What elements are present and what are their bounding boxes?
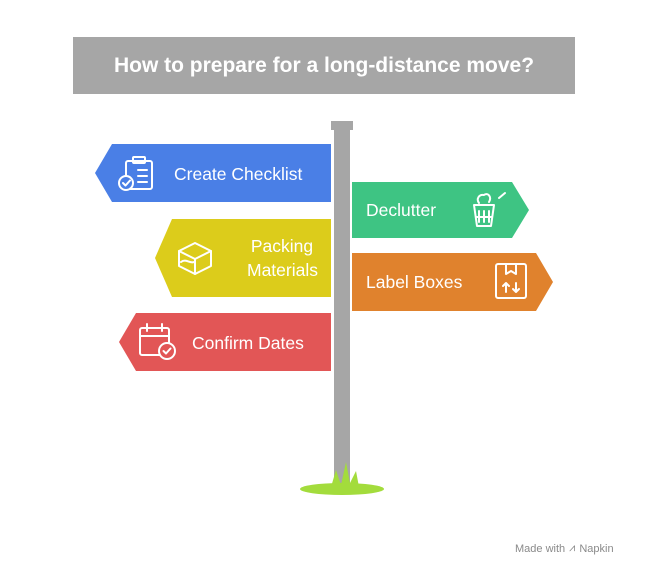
grass — [300, 462, 384, 495]
package-box-icon — [178, 242, 212, 275]
sign-label: Label Boxes — [366, 272, 463, 292]
sign-label-line: Label Boxes — [366, 272, 463, 292]
sign-label: Declutter — [366, 200, 436, 220]
sign-label: Packing Materials — [247, 236, 318, 280]
sign-label-boxes: Label Boxes — [352, 253, 553, 311]
sign-packing-materials: Packing Materials — [155, 219, 331, 297]
calendar-check-icon — [139, 323, 176, 360]
watermark-prefix: Made with — [515, 542, 566, 555]
sign-shape — [95, 144, 331, 202]
sign-shape — [352, 182, 529, 238]
sign-declutter: Declutter — [352, 182, 529, 238]
sign-label-line: Packing — [251, 236, 313, 256]
sign-confirm-dates: Confirm Dates — [119, 313, 331, 371]
sign-label-line: Confirm Dates — [192, 333, 304, 353]
sign-label: Create Checklist — [174, 164, 303, 184]
sign-label-line: Declutter — [366, 200, 436, 220]
sign-label-line: Materials — [247, 260, 318, 280]
signpost-pole — [334, 130, 350, 485]
watermark-brand: Napkin — [579, 542, 614, 555]
title-banner: How to prepare for a long-distance move? — [73, 37, 575, 94]
diagram-title: How to prepare for a long-distance move? — [113, 53, 535, 77]
trash-basket-icon — [473, 192, 506, 227]
sign-label: Confirm Dates — [192, 333, 304, 353]
sign-label-line: Create Checklist — [174, 164, 303, 184]
checklist-icon — [118, 156, 153, 191]
signpost-pole-cap — [331, 121, 353, 130]
labeled-box-icon — [495, 263, 527, 299]
sign-shape — [352, 253, 553, 311]
watermark: Made with ⩘ Napkin — [515, 542, 614, 555]
sign-create-checklist: Create Checklist — [95, 144, 331, 202]
sign-shape — [155, 219, 331, 297]
napkin-logo-icon: ⩘ — [569, 542, 576, 554]
